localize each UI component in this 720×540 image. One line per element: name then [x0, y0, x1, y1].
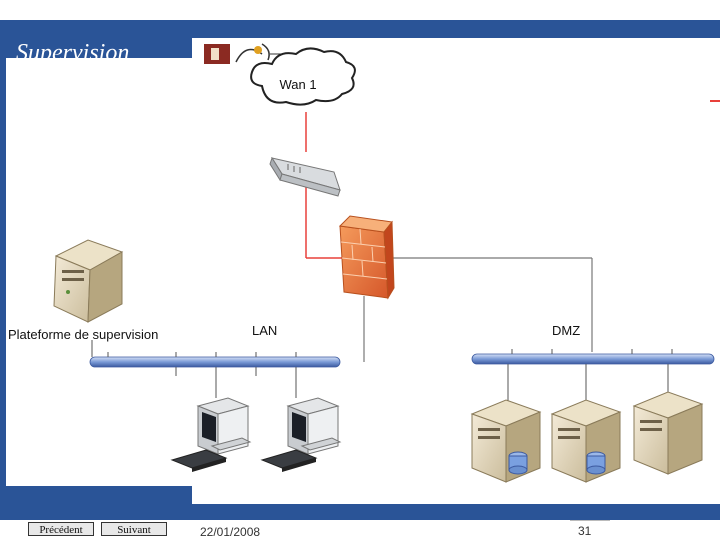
workstation-icon-1	[170, 397, 252, 472]
page-number-box	[570, 520, 610, 539]
workstation-icon-2	[260, 397, 342, 472]
page-number: 31	[578, 524, 592, 538]
lan-label: LAN	[252, 323, 277, 338]
logo	[204, 43, 302, 64]
dmz-label: DMZ	[552, 323, 580, 338]
router-icon	[269, 156, 341, 197]
wan-cloud	[250, 47, 356, 106]
dmz-server-icon-1	[470, 399, 542, 483]
dmz-server-icon-3	[632, 391, 704, 475]
supervision-server-icon	[53, 239, 124, 323]
dmz-server-icon-2	[550, 399, 622, 483]
network-diagram: Wan 1 Plateforme de supervision LAN DMZ	[8, 43, 720, 483]
previous-button[interactable]: Précédent	[28, 522, 94, 536]
wan-label: Wan 1	[279, 77, 316, 92]
dmz-bus	[471, 349, 715, 402]
lan-bus	[89, 340, 341, 398]
firewall-icon	[338, 215, 395, 300]
top-band	[0, 20, 720, 38]
supervision-label: Plateforme de supervision	[8, 327, 158, 342]
bottom-band	[0, 504, 720, 520]
footer-date: 22/01/2008	[200, 525, 261, 539]
next-button[interactable]: Suivant	[101, 522, 167, 536]
